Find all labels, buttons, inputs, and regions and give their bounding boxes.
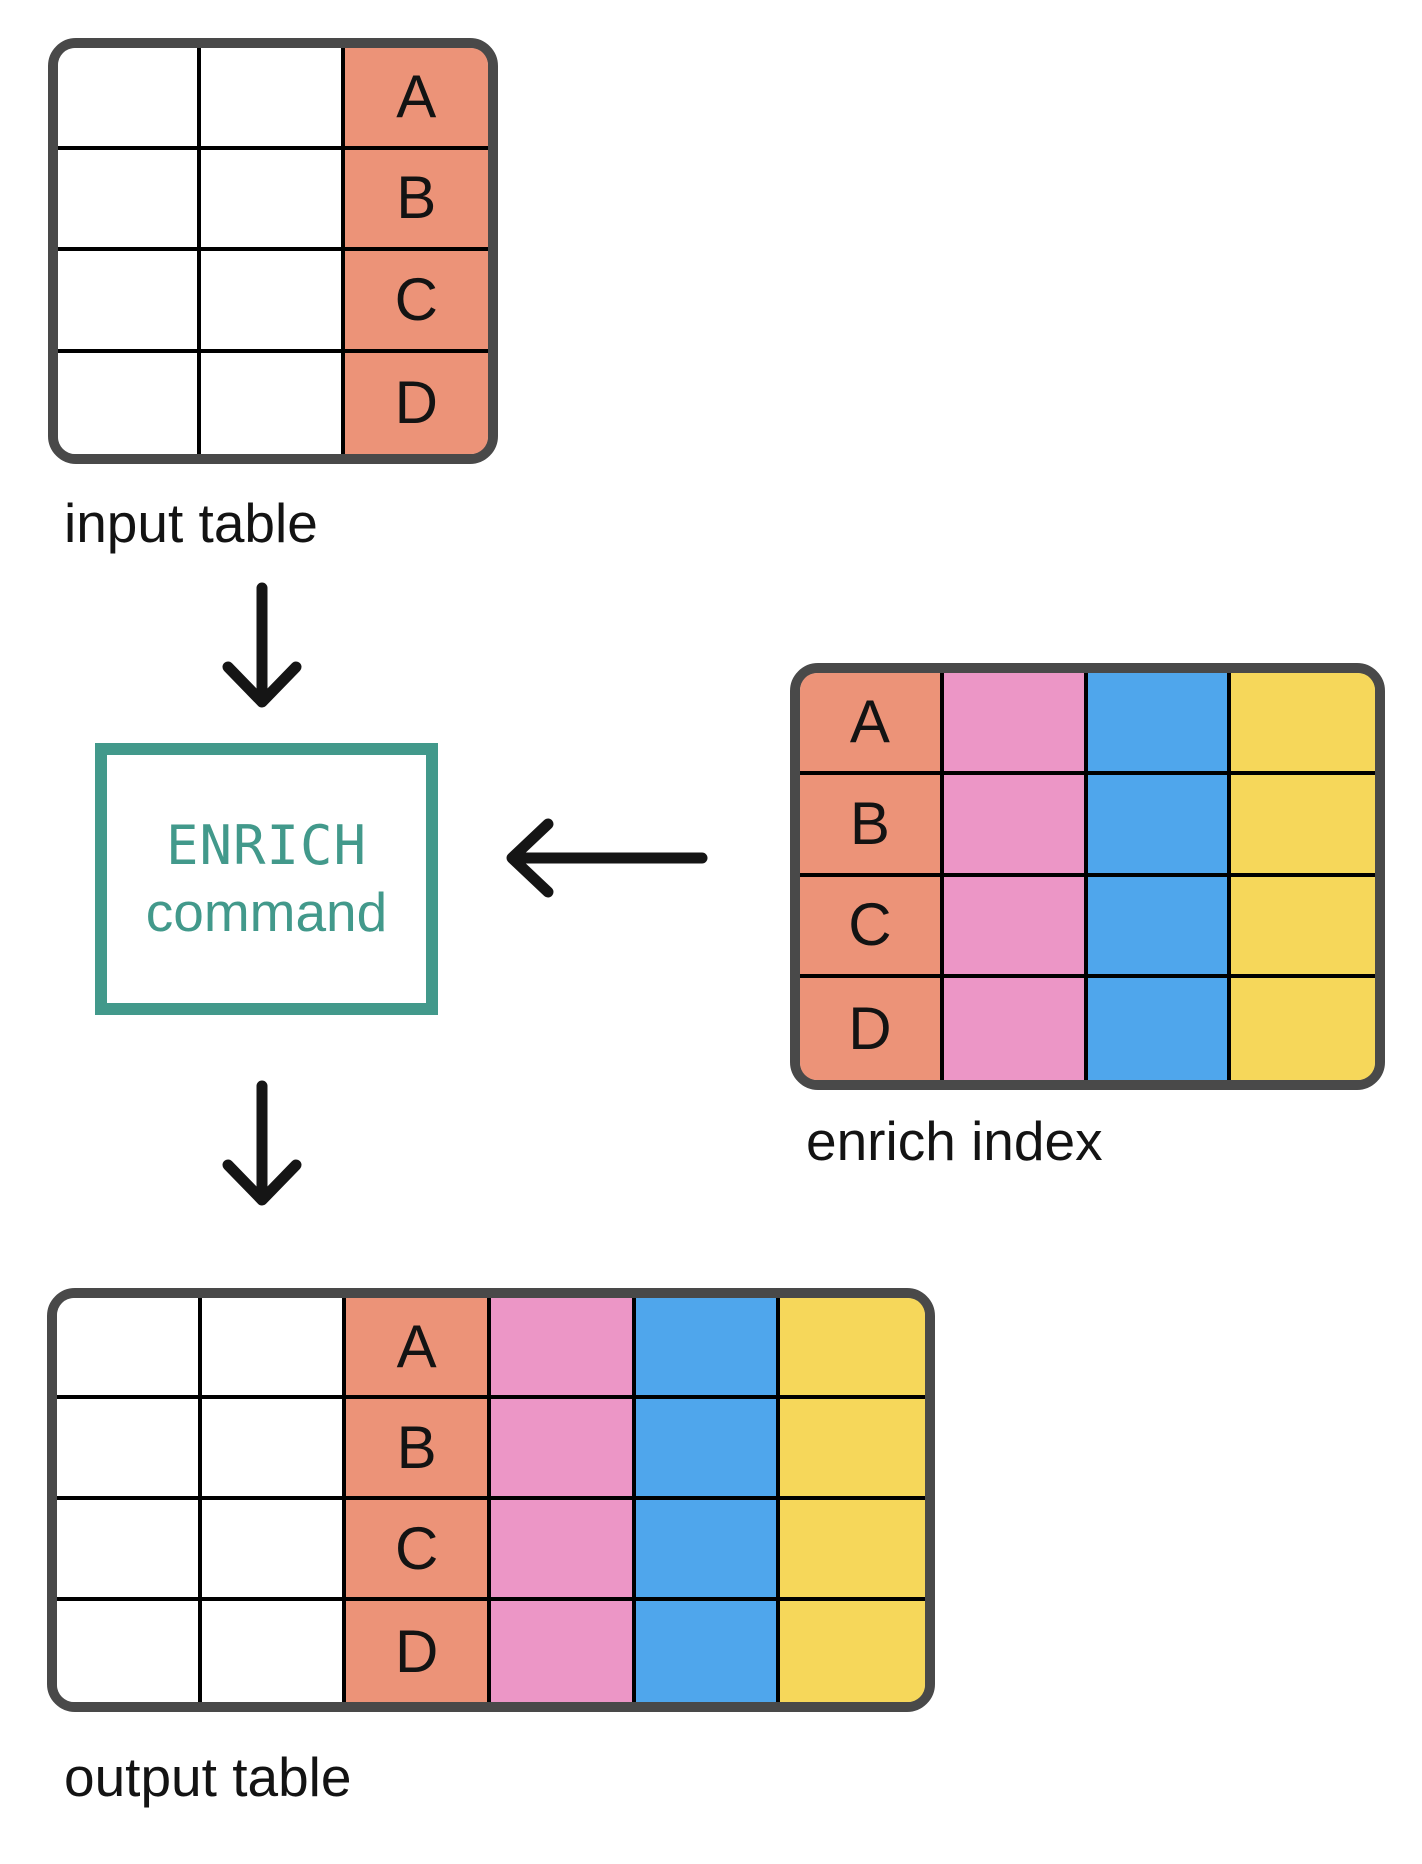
input-table: A B C D	[48, 38, 498, 464]
key-cell: D	[346, 1601, 491, 1702]
enrich-command-box: ENRICH command	[95, 743, 438, 1015]
arrow-down-input-to-command-icon	[222, 582, 302, 708]
table-cell	[491, 1601, 636, 1702]
enrich-command-subtitle: command	[145, 880, 388, 943]
table-cell	[201, 1500, 347, 1601]
table-cell	[943, 673, 1088, 775]
table-cell	[1087, 876, 1232, 979]
output-table-label: output table	[64, 1746, 352, 1808]
table-cell	[491, 1399, 636, 1500]
table-cell	[58, 352, 202, 454]
key-cell-label: B	[396, 1413, 437, 1481]
arrow-down-command-to-output-icon	[222, 1080, 302, 1206]
enrich-index-grid: A B C D	[800, 673, 1375, 1080]
key-cell: C	[346, 1500, 491, 1601]
table-cell	[635, 1298, 781, 1399]
table-cell	[780, 1500, 925, 1601]
output-table-grid: A B C D	[57, 1298, 925, 1702]
enrich-command-title: ENRICH	[165, 813, 368, 877]
arrow-left-index-to-command-icon	[506, 818, 708, 898]
key-cell: D	[344, 352, 488, 454]
key-cell-label: A	[849, 687, 890, 755]
key-cell-label: C	[394, 1514, 439, 1582]
key-cell: C	[344, 251, 488, 353]
enrich-index-table: A B C D	[790, 663, 1385, 1090]
table-cell	[943, 774, 1088, 877]
key-cell-label: A	[396, 1312, 437, 1380]
table-cell	[635, 1399, 781, 1500]
table-cell	[58, 251, 202, 353]
table-cell	[201, 1298, 347, 1399]
table-cell	[780, 1298, 925, 1399]
table-cell	[1231, 673, 1375, 775]
table-cell	[635, 1601, 781, 1702]
table-cell	[943, 978, 1088, 1080]
key-cell: B	[800, 774, 944, 877]
table-cell	[201, 352, 345, 454]
table-cell	[1231, 978, 1375, 1080]
key-cell-label: B	[396, 164, 437, 232]
table-cell	[57, 1500, 202, 1601]
table-cell	[1231, 774, 1375, 877]
input-table-grid: A B C D	[58, 48, 488, 454]
key-cell: B	[344, 149, 488, 251]
table-cell	[1087, 978, 1232, 1080]
key-cell-label: C	[394, 265, 438, 333]
table-cell	[58, 149, 202, 251]
table-cell	[491, 1298, 636, 1399]
enrich-index-label: enrich index	[806, 1110, 1103, 1172]
table-cell	[201, 1601, 347, 1702]
table-cell	[201, 149, 345, 251]
key-cell-label: D	[848, 995, 892, 1063]
table-cell	[57, 1399, 202, 1500]
output-table: A B C D	[47, 1288, 935, 1712]
table-cell	[57, 1601, 202, 1702]
key-cell: C	[800, 876, 944, 979]
table-cell	[491, 1500, 636, 1601]
key-cell: B	[346, 1399, 491, 1500]
key-cell-label: A	[396, 62, 437, 130]
key-cell-label: C	[848, 891, 892, 959]
table-cell	[1231, 876, 1375, 979]
table-cell	[780, 1601, 925, 1702]
table-cell	[1087, 673, 1232, 775]
key-cell-label: B	[849, 789, 890, 857]
table-cell	[780, 1399, 925, 1500]
key-cell-label: D	[394, 1617, 439, 1685]
table-cell	[57, 1298, 202, 1399]
table-cell	[943, 876, 1088, 979]
table-cell	[635, 1500, 781, 1601]
table-cell	[1087, 774, 1232, 877]
table-cell	[58, 48, 202, 150]
key-cell: A	[346, 1298, 491, 1399]
table-cell	[201, 251, 345, 353]
input-table-label: input table	[64, 492, 318, 554]
key-cell-label: D	[394, 369, 438, 437]
table-cell	[201, 48, 345, 150]
key-cell: D	[800, 978, 944, 1080]
table-cell	[201, 1399, 347, 1500]
key-cell: A	[344, 48, 488, 150]
key-cell: A	[800, 673, 944, 775]
